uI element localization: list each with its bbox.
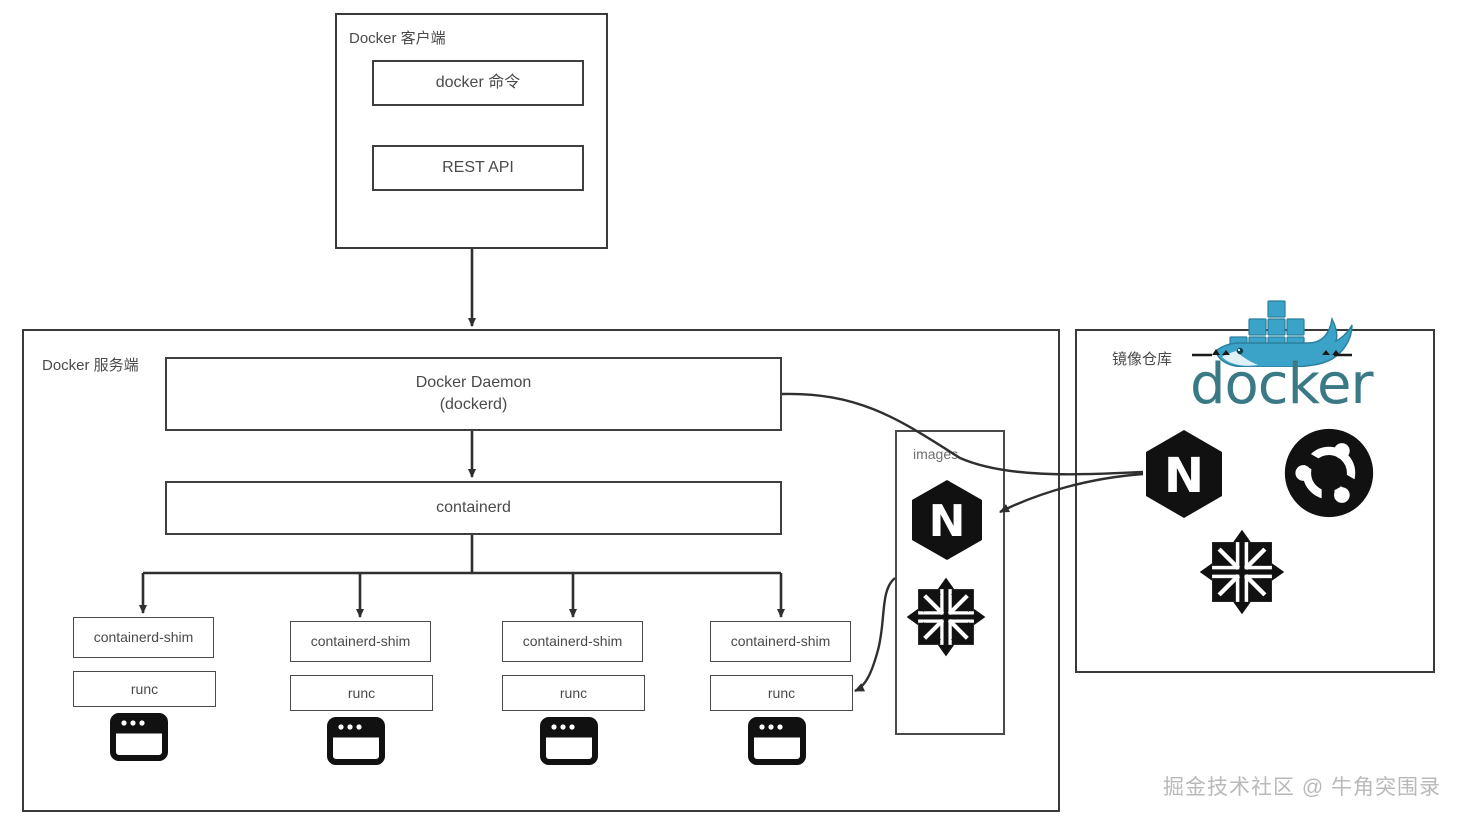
nginx-logo: N	[909, 478, 985, 562]
container-window-icon	[110, 713, 168, 761]
rest-api-label: REST API	[442, 159, 514, 177]
docker-command-label: docker 命令	[435, 74, 521, 92]
svg-text:N: N	[929, 496, 966, 547]
nginx-logo: N	[1143, 428, 1225, 520]
containerd-shim-box-1: containerd-shim	[73, 617, 214, 658]
runc-label: runc	[130, 680, 159, 697]
docker-wordmark: docker	[1190, 352, 1374, 417]
docker-daemon-box: Docker Daemon (dockerd)	[165, 357, 782, 431]
watermark: 掘金技术社区 @ 牛角突围录	[1163, 776, 1441, 799]
centos-logo	[1198, 528, 1286, 616]
docker-client-panel-label: Docker 客户端	[349, 30, 446, 47]
containerd-shim-box-3: containerd-shim	[502, 621, 643, 662]
containerd-label: containerd	[436, 499, 511, 517]
containerd-shim-label: containerd-shim	[730, 633, 831, 650]
rest-api-box: REST API	[372, 145, 584, 191]
runc-label: runc	[559, 684, 588, 701]
svg-text:N: N	[1164, 448, 1204, 504]
containerd-shim-label: containerd-shim	[93, 629, 194, 646]
images-panel	[895, 430, 1005, 735]
runc-box-4: runc	[710, 675, 853, 711]
container-window-icon	[748, 717, 806, 765]
docker-server-panel-label: Docker 服务端	[42, 357, 139, 374]
docker-whale-logo	[1186, 281, 1356, 368]
images-panel-label: images	[913, 446, 959, 462]
ubuntu-logo	[1283, 427, 1375, 519]
dockerd-label: (dockerd)	[439, 396, 508, 413]
runc-label: runc	[347, 684, 376, 701]
containerd-shim-box-4: containerd-shim	[710, 621, 851, 662]
docker-client-panel	[335, 13, 608, 249]
docker-command-box: docker 命令	[372, 60, 584, 106]
containerd-shim-label: containerd-shim	[522, 633, 623, 650]
docker-daemon-label: Docker Daemon	[415, 374, 532, 392]
containerd-shim-label: containerd-shim	[310, 633, 411, 650]
image-registry-panel-label: 镜像仓库	[1112, 351, 1173, 368]
container-window-icon	[327, 717, 385, 765]
centos-logo	[905, 576, 987, 658]
runc-label: runc	[767, 684, 796, 701]
runc-box-3: runc	[502, 675, 645, 711]
containerd-box: containerd	[165, 481, 782, 535]
runc-box-2: runc	[290, 675, 433, 711]
containerd-shim-box-2: containerd-shim	[290, 621, 431, 662]
container-window-icon	[540, 717, 598, 765]
runc-box-1: runc	[73, 671, 216, 707]
